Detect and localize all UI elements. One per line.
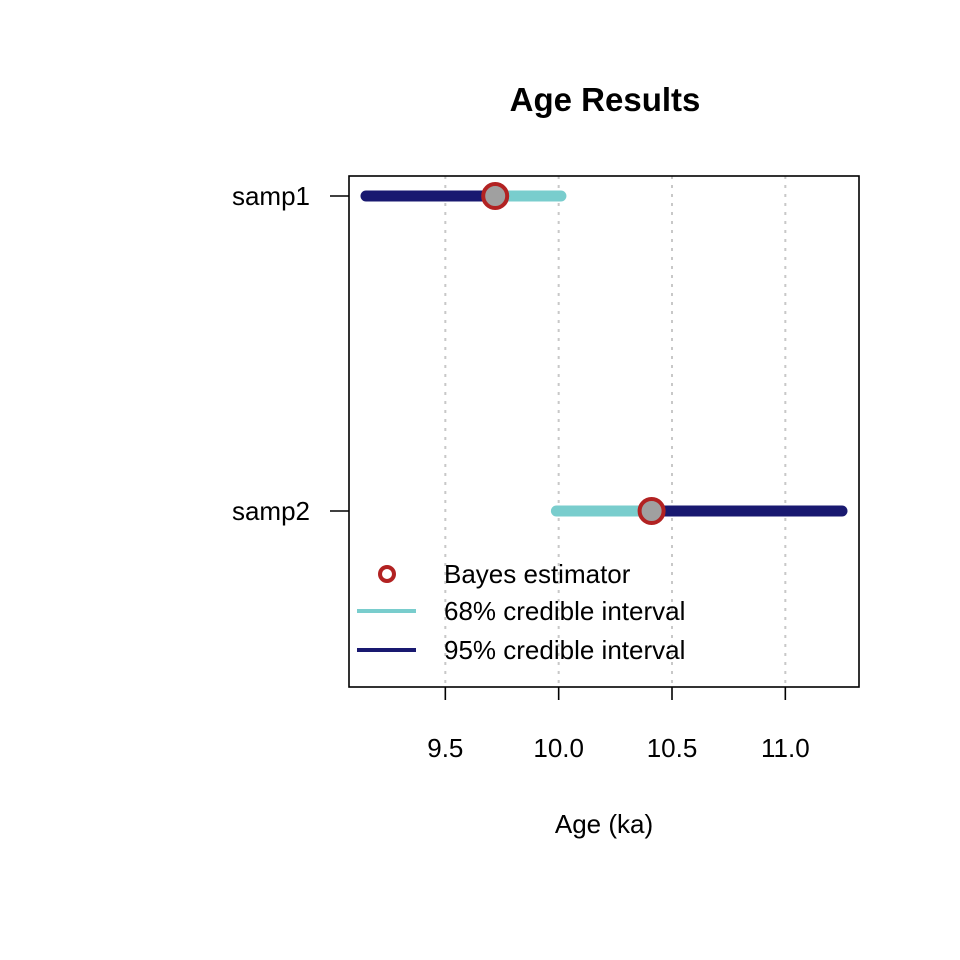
legend: Bayes estimator 68% credible interval 95% … — [357, 559, 685, 665]
y-tick-label: samp2 — [232, 496, 310, 526]
y-tick-label: samp1 — [232, 181, 310, 211]
legend-label: Bayes estimator — [444, 559, 631, 589]
x-tick-label: 10.0 — [533, 733, 584, 763]
legend-label: 68% credible interval — [444, 596, 685, 626]
bayes-estimator-point-samp2 — [637, 497, 666, 525]
grid-lines — [444, 176, 787, 687]
plot-frame — [348, 175, 860, 688]
x-axis: 9.5 10.0 10.5 11.0 — [427, 687, 810, 763]
interval-series — [360, 190, 848, 517]
x-tick-label: 10.5 — [647, 733, 698, 763]
x-tick-label: 11.0 — [761, 733, 810, 763]
bayes-estimator-point-samp1 — [481, 182, 510, 210]
x-axis-label: Age (ka) — [555, 809, 653, 839]
legend-label: 95% credible interval — [444, 635, 685, 665]
chart-title: Age Results — [510, 81, 701, 118]
y-axis: samp1 samp2 — [232, 181, 349, 526]
estimator-points — [481, 182, 666, 525]
legend-estimator-marker — [378, 565, 396, 583]
x-tick-label: 9.5 — [427, 733, 463, 763]
